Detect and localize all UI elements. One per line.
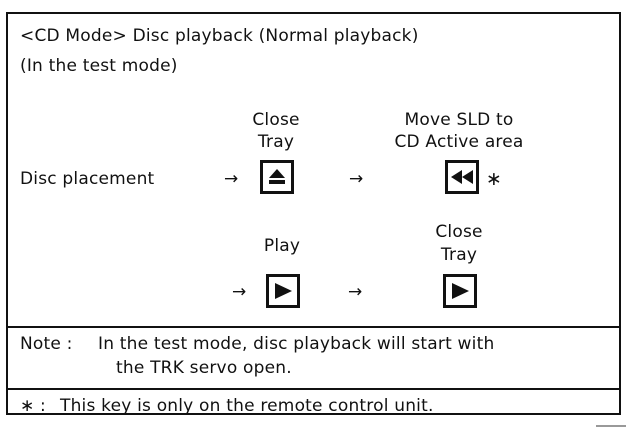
- eject-key: [260, 160, 294, 194]
- play-key: [266, 274, 300, 308]
- close-tray-2-label-top: Close: [435, 222, 483, 242]
- play-icon: [452, 283, 469, 299]
- note-separator: [6, 326, 621, 328]
- rewind-icon: [451, 170, 473, 184]
- page-title: <CD Mode> Disc playback (Normal playback…: [20, 26, 419, 46]
- arrow-3: →: [232, 282, 247, 302]
- arrow-4: →: [348, 282, 363, 302]
- disc-placement-label: Disc placement: [20, 169, 155, 189]
- edge-mark: [596, 425, 626, 427]
- move-sld-label-bottom: CD Active area: [394, 132, 524, 152]
- close-tray-play-key: [443, 274, 477, 308]
- play-icon: [275, 283, 292, 299]
- note-line-1: In the test mode, disc playback will sta…: [98, 334, 495, 354]
- footnote-separator: [6, 388, 621, 390]
- move-sld-label-top: Move SLD to: [404, 110, 514, 130]
- note-line-2: the TRK servo open.: [116, 358, 292, 378]
- play-label: Play: [263, 236, 301, 256]
- note-prefix: Note :: [20, 334, 73, 354]
- page-subtitle: (In the test mode): [20, 56, 178, 76]
- close-tray-label-bottom: Tray: [257, 132, 295, 152]
- arrow-2: →: [349, 169, 364, 189]
- footnote-text: This key is only on the remote control u…: [60, 396, 434, 416]
- close-tray-label-top: Close: [252, 110, 300, 130]
- rewind-key: [445, 160, 479, 194]
- diagram-frame: [6, 12, 621, 415]
- eject-icon: [269, 169, 285, 184]
- arrow-1: →: [224, 169, 239, 189]
- close-tray-2-label-bottom: Tray: [440, 245, 478, 265]
- remote-only-marker: ∗: [486, 168, 503, 190]
- footnote-marker: ∗ :: [20, 396, 46, 416]
